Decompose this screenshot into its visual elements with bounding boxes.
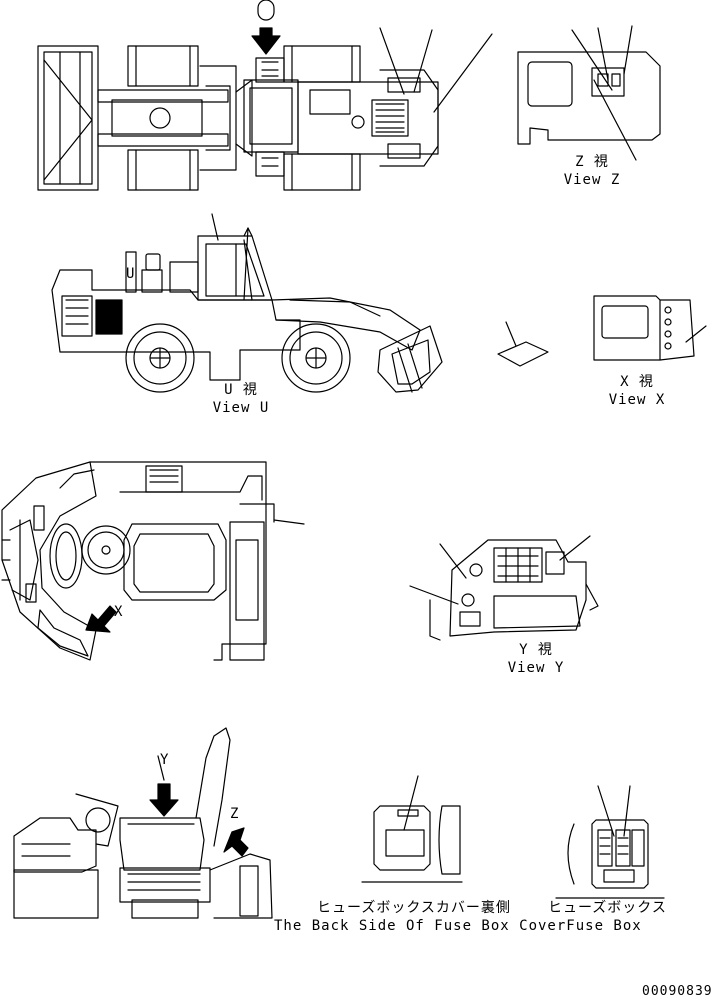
marker-x: X — [114, 604, 124, 620]
view-x-title-jp: X 視 — [620, 374, 654, 390]
view-y-title-jp: Y 視 — [519, 642, 553, 658]
drawing-number: 00090839 — [642, 984, 713, 999]
label-plate-drawing — [497, 321, 549, 367]
view-x-title-en: View X — [608, 392, 666, 408]
fuse-box-cover-caption-jp: ヒューズボックスカバー裏側 — [317, 900, 511, 916]
view-z-title-en: View Z — [563, 172, 621, 188]
view-z-drawing — [517, 25, 661, 161]
view-y-title-en: View Y — [507, 660, 565, 676]
seat-side-view — [13, 727, 273, 919]
fuse-box-drawing — [555, 785, 665, 899]
fuse-box-caption-en: Fuse Box — [566, 918, 642, 934]
view-x-drawing — [593, 295, 707, 361]
marker-u: U — [126, 266, 136, 282]
marker-z: Z — [230, 806, 240, 822]
side-view-loader — [51, 213, 443, 393]
fuse-box-cover-drawing — [361, 775, 463, 883]
fuse-box-caption-jp: ヒューズボックス — [548, 900, 667, 916]
view-y-drawing — [409, 535, 599, 641]
view-u-title-jp: U 視 — [224, 382, 258, 398]
view-u-title-en: View U — [212, 400, 270, 416]
view-z-title-jp: Z 視 — [575, 154, 609, 170]
cab-floor-plan — [1, 461, 305, 661]
top-view-loader — [37, 0, 493, 191]
fuse-box-cover-caption-en: The Back Side Of Fuse Box Cover — [274, 918, 567, 934]
marker-y: Y — [160, 752, 170, 768]
